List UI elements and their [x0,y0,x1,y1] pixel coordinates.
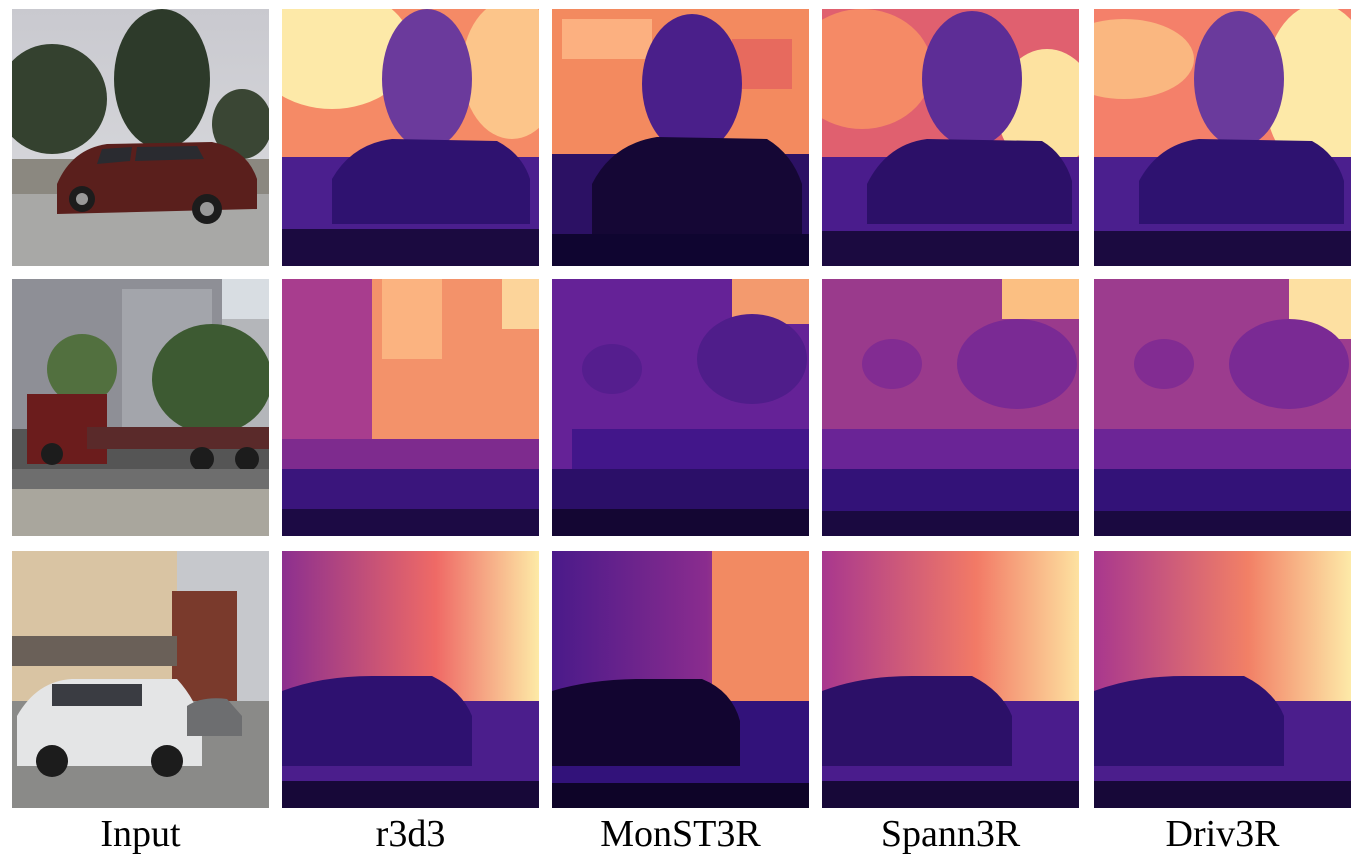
row1-driv3r-depth-map [1094,9,1351,266]
row2-input-image [12,279,269,536]
row2-spann3r-depth-map [822,279,1079,536]
row3-spann3r-depth-map [822,551,1079,808]
row2-r3d3-depth-map [282,279,539,536]
row3-monst3r-depth-map [552,551,809,808]
column-label-input: Input [100,813,181,855]
row2-driv3r-depth-map [1094,279,1351,536]
column-label-monst3r: MonST3R [600,813,761,855]
row1-input-image [12,9,269,266]
row3-r3d3-depth-map [282,551,539,808]
row2-monst3r-depth-map [552,279,809,536]
row3-driv3r-depth-map [1094,551,1351,808]
column-label-spann3r: Spann3R [880,813,1021,855]
column-label-r3d3: r3d3 [375,813,446,855]
row1-r3d3-depth-map [282,9,539,266]
column-label-driv3r: Driv3R [1165,813,1280,855]
row1-spann3r-depth-map [822,9,1079,266]
row1-monst3r-depth-map [552,9,809,266]
row3-input-image [12,551,269,808]
